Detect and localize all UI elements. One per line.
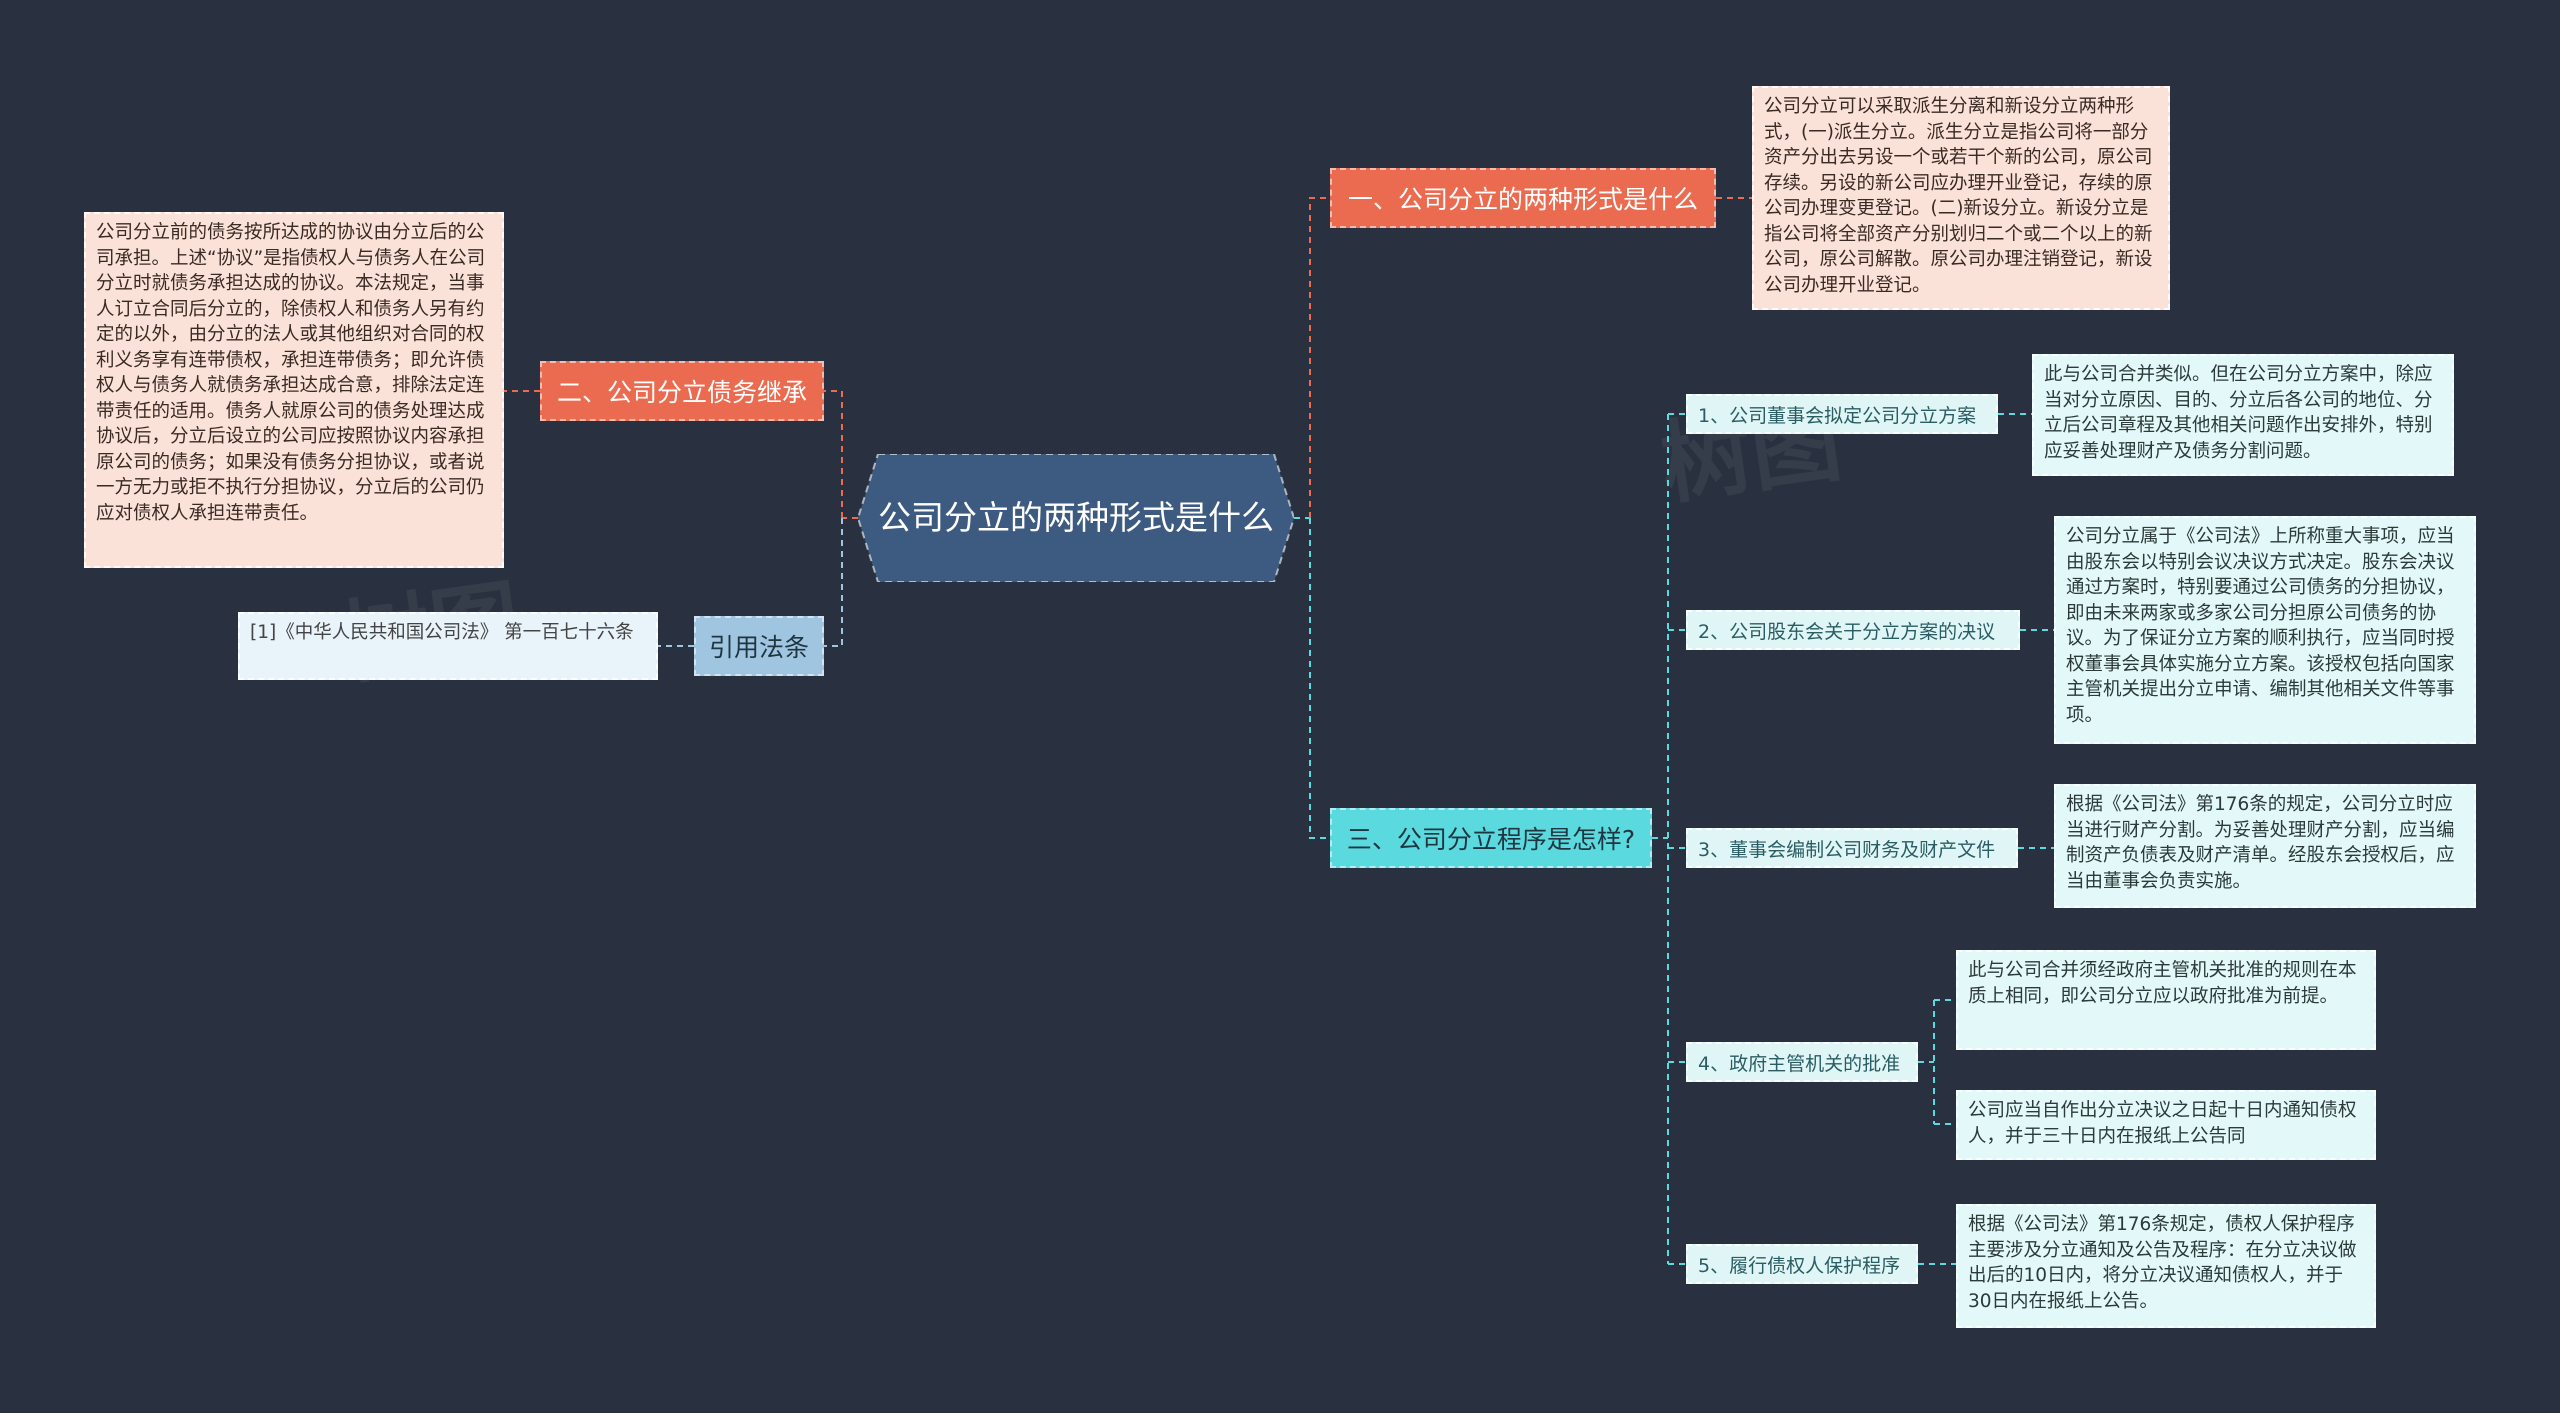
connector-b4 [1309, 518, 1330, 839]
step-3[interactable]: 3、董事会编制公司财务及财产文件 [1686, 828, 2018, 868]
step-1[interactable]: 1、公司董事会拟定公司分立方案 [1686, 394, 1998, 434]
step-4-label: 4、政府主管机关的批准 [1698, 1052, 1901, 1075]
step-1-label: 1、公司董事会拟定公司分立方案 [1698, 404, 1977, 427]
citation-detail: [1]《中华人民共和国公司法》 第一百七十六条 [238, 612, 658, 680]
step-5-label: 5、履行债权人保护程序 [1698, 1254, 1901, 1277]
branch-procedure-label: 三、公司分立程序是怎样? [1346, 825, 1636, 854]
step-4-detail-a: 此与公司合并须经政府主管机关批准的规则在本质上相同，即公司分立应以政府批准为前提… [1956, 950, 2376, 1050]
branch-citation[interactable]: 引用法条 [694, 616, 824, 676]
root-node[interactable]: 公司分立的两种形式是什么 [858, 454, 1294, 582]
branch-forms[interactable]: 一、公司分立的两种形式是什么 [1330, 168, 1716, 228]
branch-debt-label: 二、公司分立债务继承 [556, 378, 807, 407]
branch-citation-label: 引用法条 [708, 633, 809, 662]
branch-procedure[interactable]: 三、公司分立程序是怎样? [1330, 808, 1652, 868]
step-2[interactable]: 2、公司股东会关于分立方案的决议 [1686, 610, 2020, 650]
connector-b2 [824, 390, 843, 518]
branch-forms-label: 一、公司分立的两种形式是什么 [1347, 185, 1698, 214]
root-label: 公司分立的两种形式是什么 [878, 498, 1274, 537]
step-2-detail: 公司分立属于《公司法》上所称重大事项，应当由股东会以特别会议决议方式决定。股东会… [2054, 516, 2476, 744]
step-3-detail: 根据《公司法》第176条的规定，公司分立时应当进行财产分割。为妥善处理财产分割，… [2054, 784, 2476, 908]
step-1-detail: 此与公司合并类似。但在公司分立方案中，除应当对分立原因、目的、分立后各公司的地位… [2032, 354, 2454, 476]
step-4[interactable]: 4、政府主管机关的批准 [1686, 1042, 1918, 1082]
step-3-label: 3、董事会编制公司财务及财产文件 [1698, 838, 1996, 861]
step-2-label: 2、公司股东会关于分立方案的决议 [1698, 620, 1996, 643]
connector-b3 [824, 518, 843, 647]
step-5-detail: 根据《公司法》第176条规定，债权人保护程序主要涉及分立通知及公告及程序：在分立… [1956, 1204, 2376, 1328]
connector-b1 [1309, 197, 1330, 518]
branch-forms-detail: 公司分立可以采取派生分离和新设分立两种形式，(一)派生分立。派生分立是指公司将一… [1752, 86, 2170, 310]
step-5[interactable]: 5、履行债权人保护程序 [1686, 1244, 1918, 1284]
branch-debt-detail: 公司分立前的债务按所达成的协议由分立后的公司承担。上述“协议”是指债权人与债务人… [84, 212, 504, 568]
branch-debt[interactable]: 二、公司分立债务继承 [540, 361, 824, 421]
root-shape [858, 454, 1294, 582]
step-4-detail-b: 公司应当自作出分立决议之日起十日内通知债权人，并于三十日内在报纸上公告同 [1956, 1090, 2376, 1160]
